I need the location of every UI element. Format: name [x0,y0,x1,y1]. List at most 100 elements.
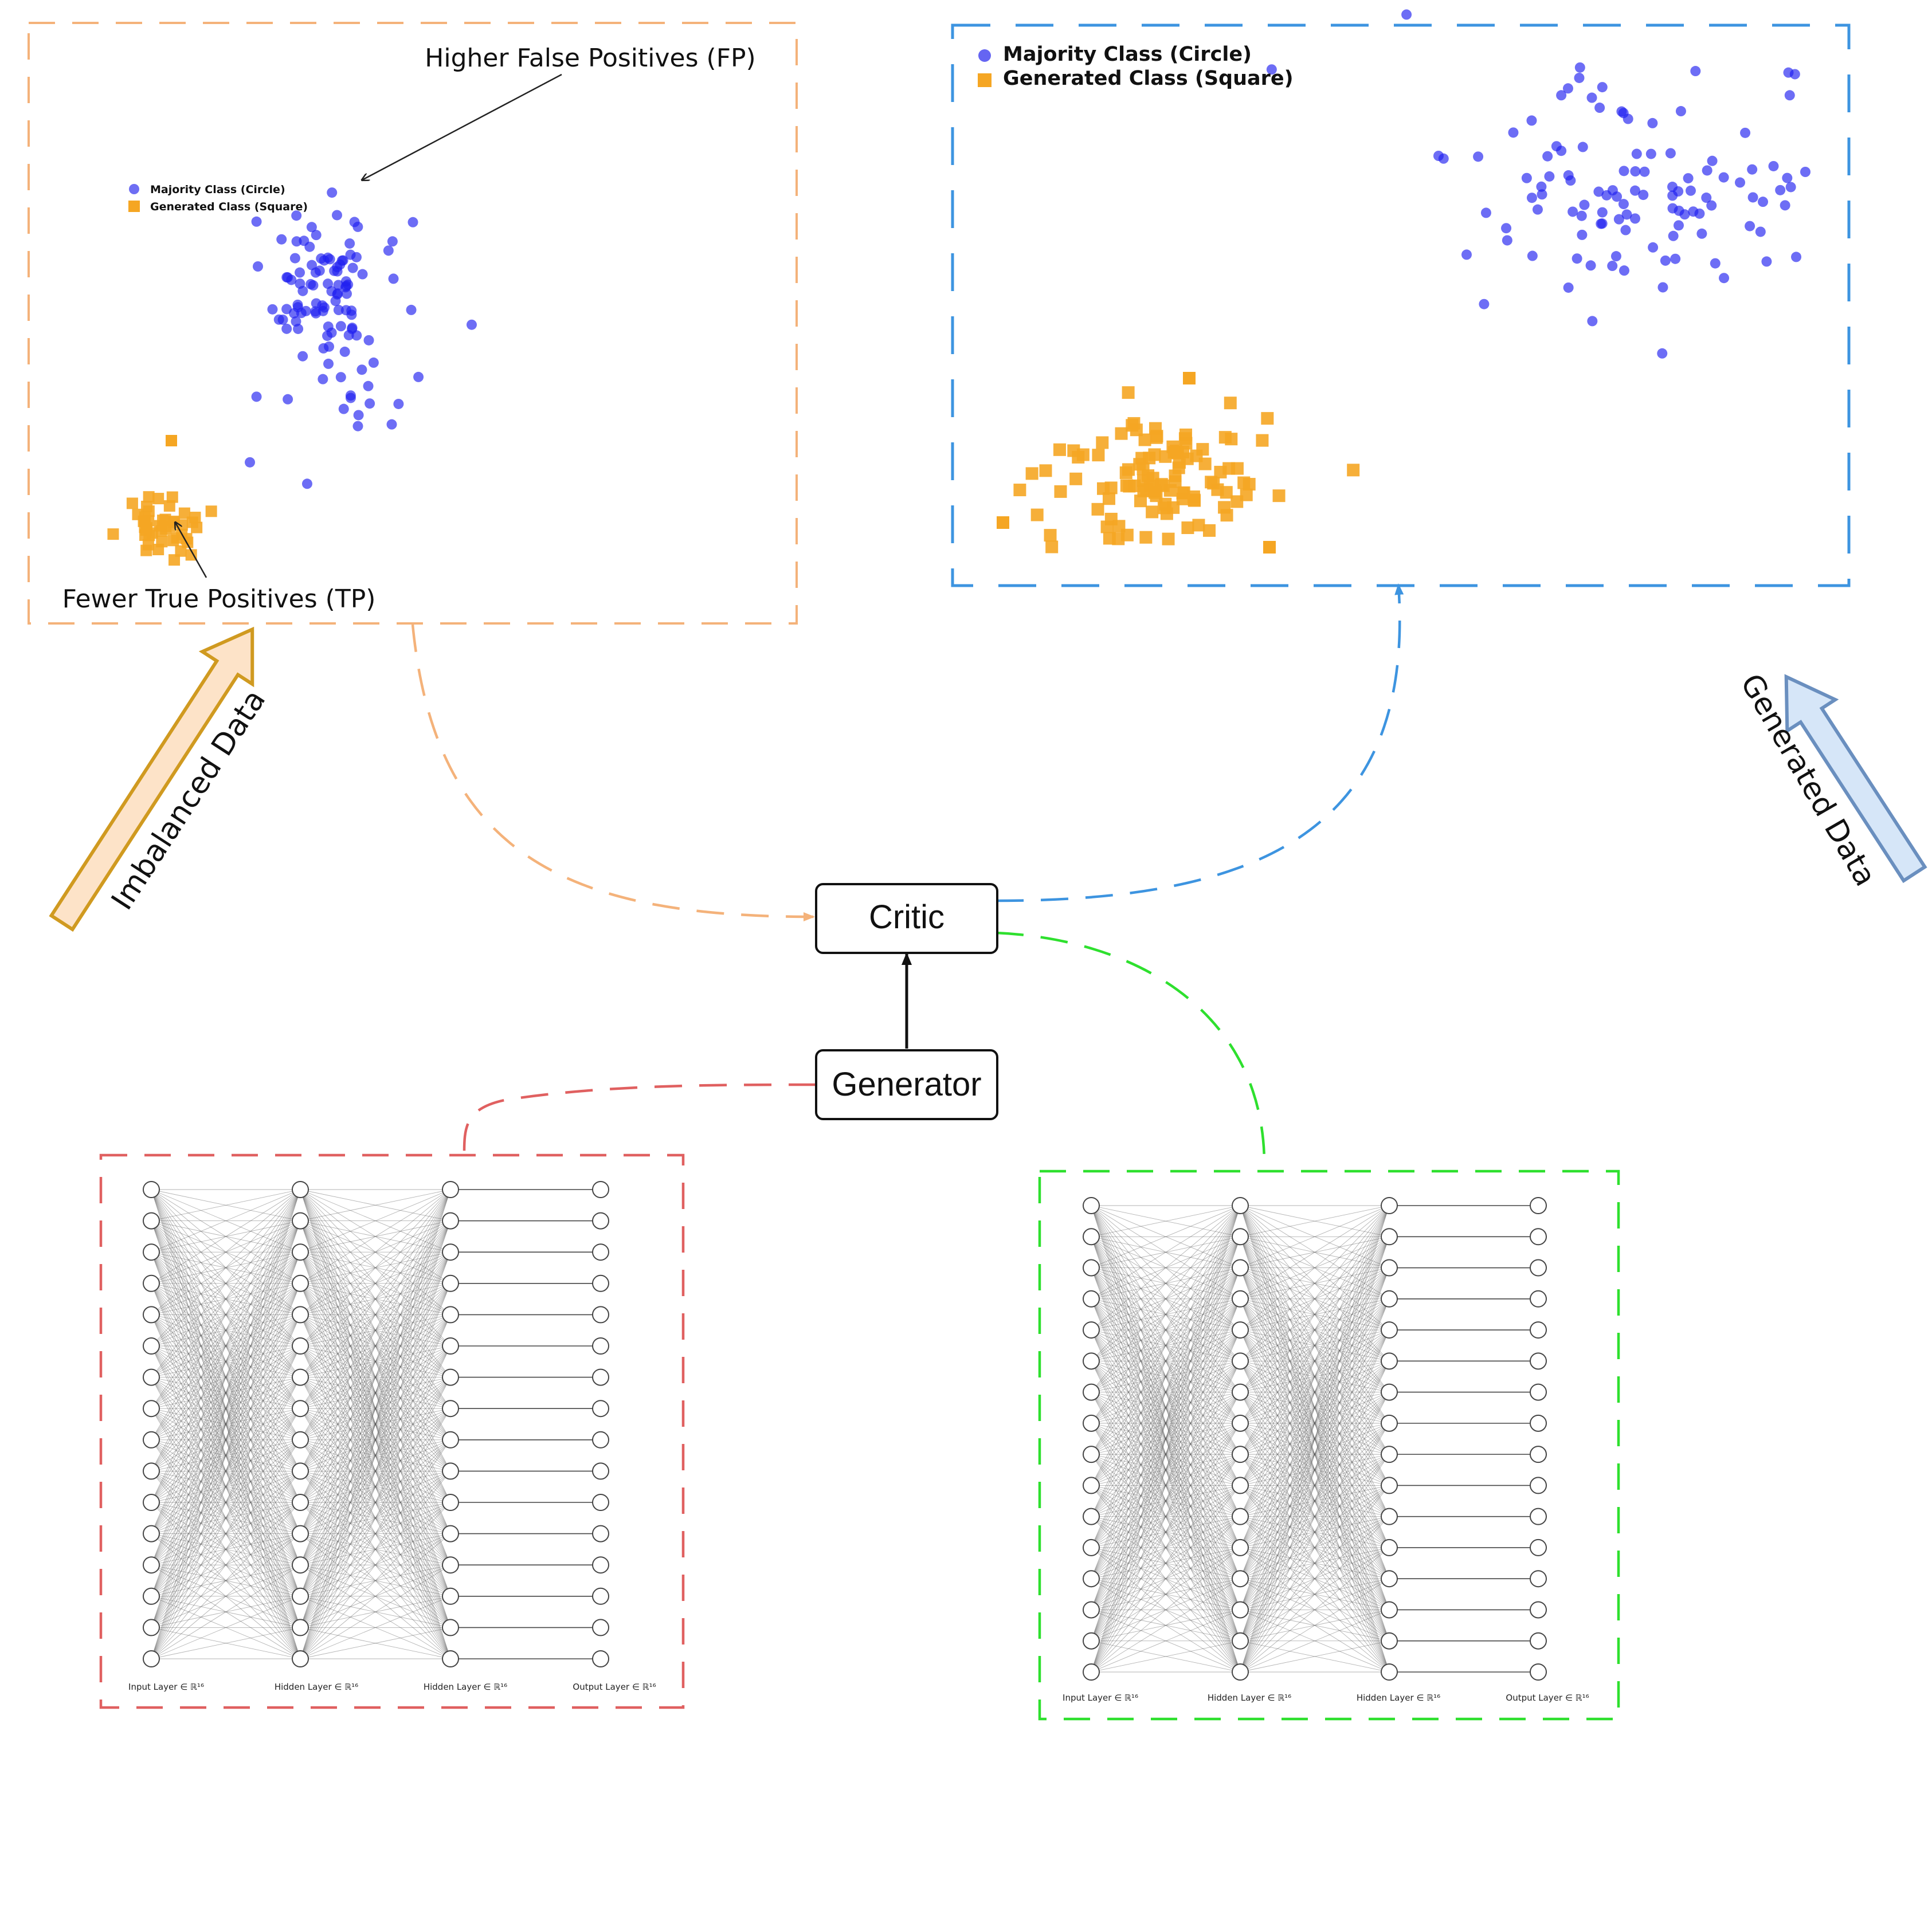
minority-point [168,554,181,566]
network-node [442,1274,459,1292]
minority-point [1039,464,1052,477]
minority-point [1120,479,1133,492]
network-node [1083,1352,1100,1370]
majority-point [304,241,315,252]
network-node [292,1274,309,1292]
majority-point [1706,200,1717,211]
imbalanced-panel-frame [28,22,798,625]
majority-point [1544,171,1555,182]
network-node [1083,1477,1100,1494]
fewer-tp-pointer [175,523,207,578]
network-node [292,1212,309,1230]
minority-point [1096,436,1109,449]
minority-point [1069,472,1083,485]
network-node [1381,1663,1398,1681]
critic-to-generated-connector [996,583,1404,902]
network-edges [151,1189,601,1659]
minority-point [1115,427,1128,440]
majority-point [319,302,330,313]
network-node [592,1431,609,1449]
minority-point [166,435,177,446]
network-node [1381,1570,1398,1588]
majority-point [347,262,358,273]
network-node [1381,1508,1398,1525]
minority-point [140,544,152,556]
majority-point [1537,189,1547,200]
majority-point [311,308,322,319]
majority-point [1597,82,1608,93]
majority-point [1745,221,1755,231]
majority-point [1577,229,1588,240]
majority-point [1690,66,1701,77]
network-node [592,1587,609,1605]
majority-point [1719,273,1730,284]
network-node [1530,1414,1547,1432]
minority-point [175,545,187,557]
minority-point [1256,434,1269,447]
majority-point [1461,249,1472,260]
network-node [1083,1508,1100,1525]
network-node [1530,1383,1547,1401]
network-node [592,1650,609,1667]
network-node [1381,1538,1398,1556]
network-node [592,1556,609,1574]
network-node [442,1431,459,1449]
majority-point [1479,299,1490,309]
minority-point [1134,494,1147,508]
network-node [1083,1383,1100,1401]
minority-point [1163,484,1177,497]
majority-point [323,321,334,332]
network-node [1381,1321,1398,1339]
network-node [1530,1663,1547,1681]
network-node [292,1400,309,1418]
majority-point [1565,175,1576,186]
network-node [442,1587,459,1605]
minority-point [1162,532,1175,545]
majority-point [393,398,404,409]
majority-point [388,273,399,284]
majority-point [1596,218,1606,229]
majority-point [1784,90,1795,101]
minority-point [1137,462,1150,476]
network-node [1381,1197,1398,1214]
generator-box [815,1049,998,1120]
minority-point [156,536,168,548]
majority-point [353,410,364,421]
majority-point [335,321,346,332]
majority-point [1660,255,1671,266]
network-node [1232,1228,1249,1246]
majority-point [1579,199,1590,210]
majority-point [1710,258,1721,269]
majority-point [295,278,305,289]
majority-point [1551,141,1562,152]
network-node [143,1400,160,1418]
network-node [442,1337,459,1355]
minority-point [1013,484,1026,497]
majority-point [1480,207,1491,218]
majority-point [1562,83,1573,94]
network-node [1381,1290,1398,1308]
imbalanced-to-critic-connector [411,624,815,921]
critic-to-green-network-connector [996,931,1266,1169]
minority-point [1176,492,1189,505]
network-node [442,1494,459,1511]
minority-point [1120,528,1134,541]
majority-point [1619,265,1629,276]
minority-point [1188,494,1201,507]
majority-point [1782,172,1793,183]
green-output-layer-label: Output Layer ∈ ℝ¹⁶ [1506,1693,1589,1703]
majority-point [1586,92,1597,103]
higher-fp-pointer [362,73,562,180]
majority-point [267,304,278,315]
majority-point [300,305,311,316]
minority-point [1202,524,1216,537]
majority-point [301,478,312,489]
minority-point [1181,452,1194,465]
network-node [592,1462,609,1480]
majority-point [1755,226,1766,237]
network-node [1530,1538,1547,1556]
red-hidden-layer-2-label: Hidden Layer ∈ ℝ¹⁶ [424,1682,507,1692]
minority-point [152,493,164,505]
minority-point [139,511,151,523]
majority-point [330,296,341,307]
